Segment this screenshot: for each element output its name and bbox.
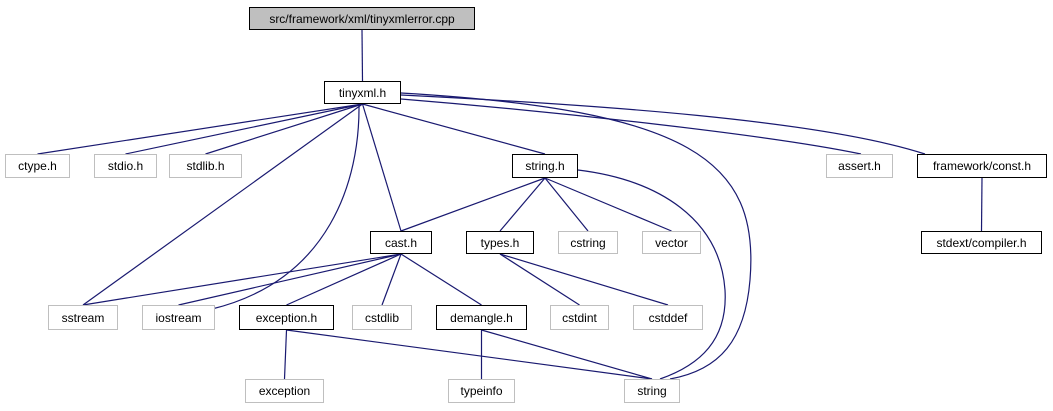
edge-exception_h-to-string <box>286 329 653 380</box>
node-vector: vector <box>642 231 701 254</box>
edge-exception_h-to-exception <box>283 329 288 380</box>
node-types-h[interactable]: types.h <box>466 231 534 254</box>
node-stdio-h: stdio.h <box>94 154 157 178</box>
node-stdext-compiler-h[interactable]: stdext/compiler.h <box>921 231 1042 254</box>
node-ctype-h: ctype.h <box>5 154 70 178</box>
node-stdlib-h: stdlib.h <box>169 154 242 178</box>
edge-tinyxml-to-stdlib <box>205 103 363 155</box>
edge-tinyxml-to-sstream <box>82 103 363 306</box>
edge-tinyxml-to-string <box>400 92 752 380</box>
edge-cast-to-demangle <box>400 253 482 306</box>
edge-tinyxml-to-stdio <box>125 103 363 155</box>
node-cast-h[interactable]: cast.h <box>370 231 432 254</box>
node-cstring: cstring <box>558 231 618 254</box>
node-assert-h: assert.h <box>826 154 893 178</box>
node-sstream: sstream <box>48 305 118 330</box>
edge-string_h-to-cast <box>400 177 546 232</box>
edge-string_h-to-vector <box>544 177 672 232</box>
edge-cast-to-exception_h <box>286 253 402 306</box>
edge-root-to-tinyxml <box>361 29 364 82</box>
node-cstddef: cstddef <box>633 305 703 330</box>
node-string: string <box>624 379 680 403</box>
node-framework-const-h[interactable]: framework/const.h <box>917 154 1047 178</box>
node-tinyxmlerror-cpp: src/framework/xml/tinyxmlerror.cpp <box>249 7 475 30</box>
node-exception-h[interactable]: exception.h <box>239 305 334 330</box>
edge-tinyxml-to-string_h <box>362 103 546 155</box>
edge-string_h-to-cstring <box>544 177 589 232</box>
edge-tinyxml-to-ctype <box>37 103 363 155</box>
edge-string_h-to-types <box>499 177 546 232</box>
node-exception: exception <box>245 379 324 403</box>
node-cstdlib: cstdlib <box>352 305 412 330</box>
edge-cast-to-iostream <box>178 253 402 306</box>
node-iostream: iostream <box>142 305 215 330</box>
edge-demangle-to-string <box>481 329 653 380</box>
edge-cast-to-sstream <box>82 253 402 306</box>
node-cstdint: cstdint <box>550 305 609 330</box>
edge-string_h-to-string <box>577 169 726 380</box>
edge-tinyxml-to-iostream <box>211 103 360 310</box>
edge-cast-to-cstdlib <box>381 253 402 306</box>
edge-types-to-cstdint <box>499 253 580 306</box>
edge-tinyxml-to-assert <box>400 98 862 155</box>
node-string-h[interactable]: string.h <box>512 154 578 178</box>
edge-fwconst-to-compiler <box>980 177 983 232</box>
node-tinyxml-h[interactable]: tinyxml.h <box>324 81 401 104</box>
node-demangle-h[interactable]: demangle.h <box>436 305 527 330</box>
edge-tinyxml-to-cast <box>361 103 402 232</box>
node-typeinfo: typeinfo <box>448 379 515 403</box>
edge-types-to-cstddef <box>499 253 669 306</box>
